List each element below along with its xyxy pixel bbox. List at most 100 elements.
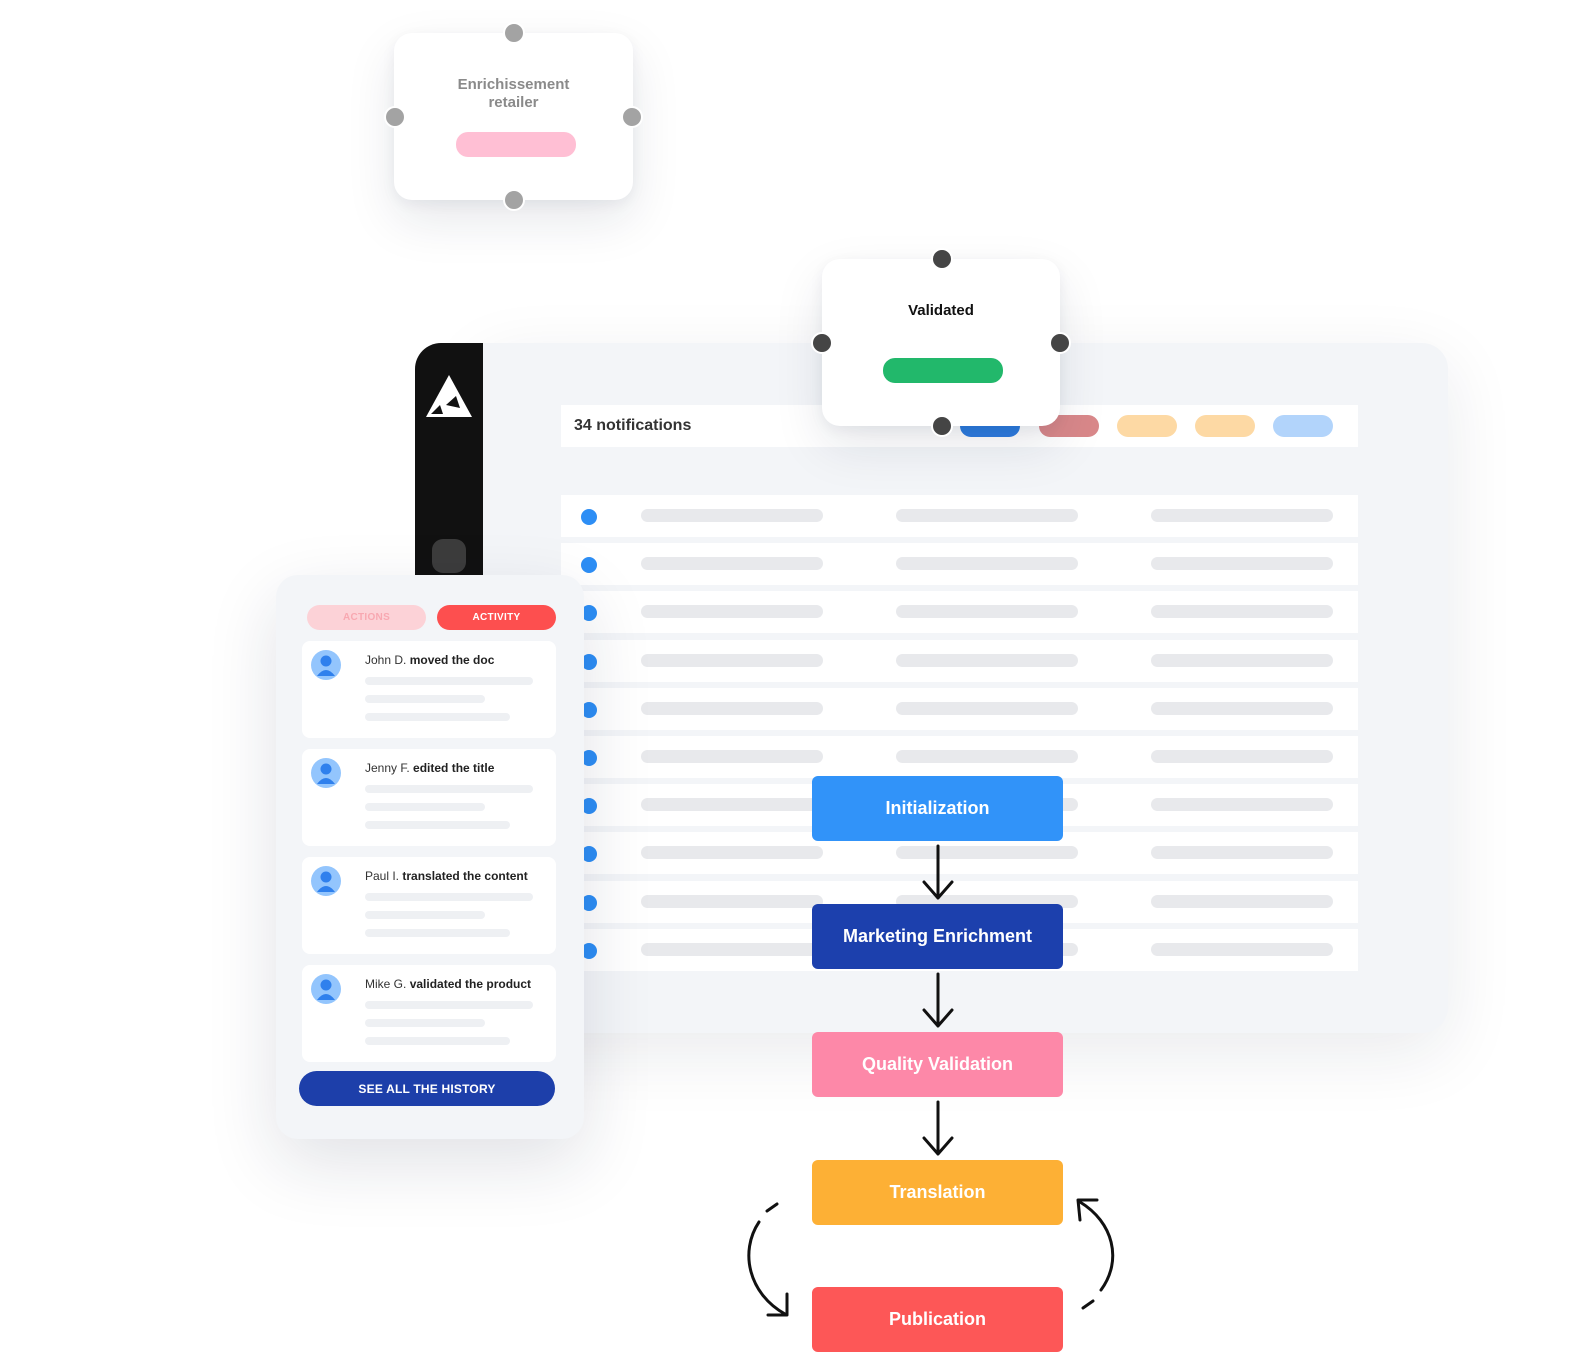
unread-dot (581, 750, 597, 766)
placeholder-bar (641, 509, 823, 522)
placeholder-bar (641, 750, 823, 763)
table-row[interactable] (561, 687, 1358, 730)
placeholder-bar (1151, 701, 1333, 715)
connector-handle-top[interactable] (503, 22, 525, 44)
placeholder-bar (896, 653, 1078, 667)
placeholder-line (365, 1019, 485, 1027)
unread-dot (581, 509, 597, 525)
user-avatar-icon (311, 650, 341, 680)
unread-dot (581, 894, 597, 911)
filter-chip-3[interactable] (1117, 415, 1177, 437)
activity-text: John D. moved the doc (365, 653, 495, 667)
placeholder-line (365, 677, 533, 685)
unread-dot (581, 701, 597, 718)
placeholder-bar (641, 894, 823, 908)
placeholder-line (365, 893, 533, 901)
workflow-step-publication[interactable]: Publication (812, 1287, 1063, 1352)
placeholder-bar (1151, 894, 1333, 908)
validated-card-title: Validated (908, 302, 974, 319)
see-all-history-button[interactable]: SEE ALL THE HISTORY (299, 1071, 555, 1106)
placeholder-bar (641, 942, 823, 956)
activity-text: Paul I. translated the content (365, 869, 528, 883)
workflow-step-initialization[interactable]: Initialization (812, 776, 1063, 841)
placeholder-bar (1151, 557, 1333, 571)
table-row[interactable] (561, 639, 1358, 682)
placeholder-line (365, 821, 510, 829)
connector-handle-bottom[interactable] (503, 189, 525, 211)
activity-item[interactable]: John D. moved the doc (302, 641, 556, 738)
placeholder-bar (1151, 605, 1333, 619)
workflow-step-translation[interactable]: Translation (812, 1160, 1063, 1225)
unread-dot (581, 846, 597, 863)
arrow-down-icon (922, 844, 954, 900)
unread-dot (581, 653, 597, 670)
arrow-down-icon (922, 1100, 954, 1156)
arrow-down-icon (922, 972, 954, 1028)
user-avatar-icon (311, 866, 341, 896)
sidebar (415, 343, 483, 575)
placeholder-line (365, 1037, 510, 1045)
table-row[interactable] (561, 543, 1358, 586)
connector-handle-top[interactable] (931, 248, 953, 270)
user-avatar-icon (311, 974, 341, 1004)
placeholder-bar (1151, 942, 1333, 956)
app-logo-icon (426, 375, 472, 417)
connector-handle-right[interactable] (1049, 332, 1071, 354)
placeholder-bar (896, 605, 1078, 619)
placeholder-line (365, 713, 510, 721)
filter-chip-4[interactable] (1195, 415, 1255, 437)
placeholder-line (365, 803, 485, 811)
cycle-arrows-icon (747, 1198, 1115, 1317)
connector-handle-left[interactable] (811, 332, 833, 354)
tab-activity[interactable]: ACTIVITY (437, 605, 556, 630)
unread-dot (581, 605, 597, 622)
activity-item[interactable]: Paul I. translated the content (302, 857, 556, 954)
retailer-status-card[interactable]: Enrichissement retailer (394, 33, 633, 200)
placeholder-bar (1151, 846, 1333, 860)
placeholder-line (365, 929, 510, 937)
filter-chip-5[interactable] (1273, 415, 1333, 437)
placeholder-bar (641, 846, 823, 860)
placeholder-bar (896, 509, 1078, 522)
notifications-count: 34 notifications (574, 417, 692, 434)
user-avatar-button[interactable] (432, 539, 466, 573)
workflow-step-quality-validation[interactable]: Quality Validation (812, 1032, 1063, 1097)
activity-text: Mike G. validated the product (365, 977, 532, 991)
connector-handle-right[interactable] (621, 106, 643, 128)
placeholder-line (365, 911, 485, 919)
retailer-status-pill (456, 132, 576, 157)
tab-actions[interactable]: ACTIONS (307, 605, 426, 630)
unread-dot (581, 557, 597, 574)
unread-dot (581, 798, 597, 815)
placeholder-bar (641, 653, 823, 667)
user-avatar-icon (311, 758, 341, 788)
connector-handle-left[interactable] (384, 106, 406, 128)
validated-status-pill (883, 358, 1003, 383)
table-row[interactable] (561, 495, 1358, 537)
placeholder-bar (1151, 798, 1333, 812)
placeholder-line (365, 1001, 533, 1009)
unread-dot (581, 942, 597, 959)
placeholder-bar (896, 557, 1078, 571)
placeholder-line (365, 695, 485, 703)
placeholder-bar (1151, 750, 1333, 763)
placeholder-bar (641, 557, 823, 571)
table-row[interactable] (561, 736, 1358, 778)
retailer-card-title: Enrichissement retailer (457, 76, 570, 111)
placeholder-line (365, 785, 533, 793)
validated-status-card[interactable]: Validated (822, 259, 1060, 426)
placeholder-bar (896, 750, 1078, 763)
activity-item[interactable]: Mike G. validated the product (302, 965, 556, 1062)
connector-handle-bottom[interactable] (931, 415, 953, 437)
placeholder-bar (641, 798, 823, 812)
table-row[interactable] (561, 591, 1358, 634)
placeholder-bar (1151, 653, 1333, 667)
placeholder-bar (641, 701, 823, 715)
placeholder-bar (641, 605, 823, 619)
placeholder-bar (896, 846, 1078, 860)
placeholder-bar (896, 701, 1078, 715)
placeholder-bar (1151, 509, 1333, 522)
activity-text: Jenny F. edited the title (365, 761, 495, 775)
workflow-step-marketing-enrichment[interactable]: Marketing Enrichment (812, 904, 1063, 969)
activity-item[interactable]: Jenny F. edited the title (302, 749, 556, 846)
